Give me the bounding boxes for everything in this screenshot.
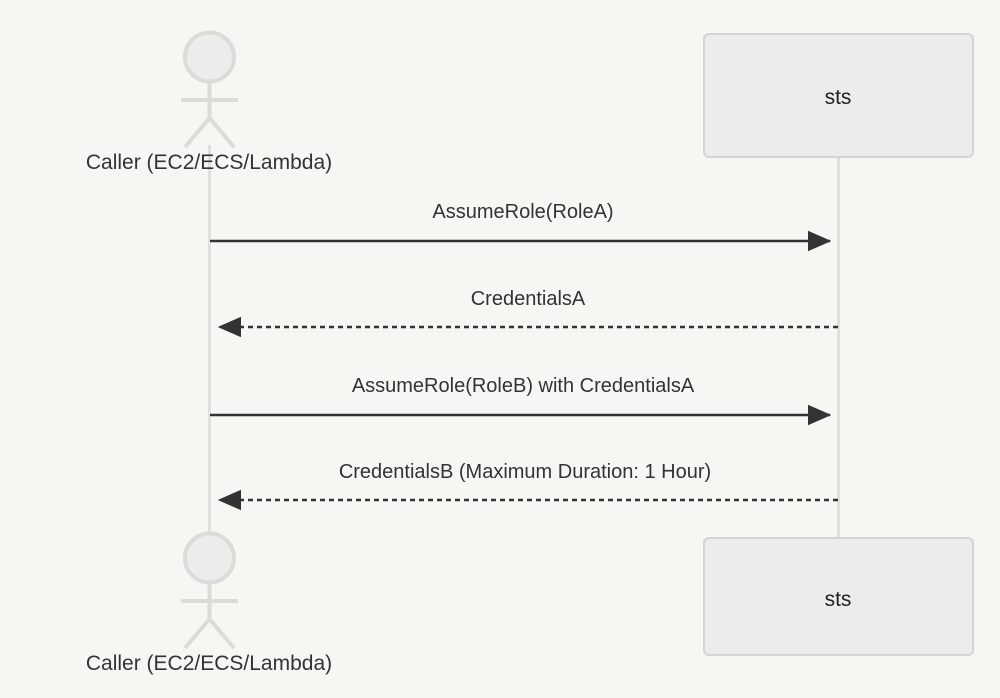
participant-sts-top[interactable]: sts bbox=[703, 33, 974, 158]
actor-label-bottom: Caller (EC2/ECS/Lambda) bbox=[86, 652, 332, 675]
actor-leg-right-line bbox=[207, 617, 236, 650]
message-3-label: AssumeRole(RoleB) with CredentialsA bbox=[352, 375, 695, 397]
message-1-label: AssumeRole(RoleA) bbox=[432, 201, 613, 223]
message-4-label: CredentialsB (Maximum Duration: 1 Hour) bbox=[339, 461, 711, 483]
actor-head-icon bbox=[183, 531, 236, 585]
actor-label-top: Caller (EC2/ECS/Lambda) bbox=[86, 151, 332, 174]
participant-box bbox=[703, 33, 974, 158]
participant-box-label-bottom: sts bbox=[825, 588, 852, 611]
actor-icon bbox=[181, 531, 238, 650]
participant-sts-bottom[interactable]: sts bbox=[703, 537, 974, 656]
message-3[interactable]: AssumeRole(RoleB) with CredentialsA bbox=[210, 375, 832, 426]
actor-icon bbox=[181, 30, 238, 149]
participant-caller-top[interactable]: Caller (EC2/ECS/Lambda) bbox=[86, 30, 332, 175]
actor-head-icon bbox=[183, 30, 236, 84]
actor-leg-left-line bbox=[183, 116, 212, 149]
participant-box-label-top: sts bbox=[825, 86, 852, 109]
actor-leg-right-line bbox=[207, 116, 236, 149]
message-2-label: CredentialsA bbox=[471, 288, 586, 310]
message-2[interactable]: CredentialsA bbox=[217, 288, 838, 338]
actor-leg-left-line bbox=[183, 617, 212, 650]
participant-box bbox=[703, 537, 974, 656]
message-4[interactable]: CredentialsB (Maximum Duration: 1 Hour) bbox=[217, 461, 838, 511]
message-1[interactable]: AssumeRole(RoleA) bbox=[210, 201, 832, 252]
lifelines bbox=[208, 145, 840, 538]
participant-caller-bottom[interactable]: Caller (EC2/ECS/Lambda) bbox=[86, 531, 332, 676]
